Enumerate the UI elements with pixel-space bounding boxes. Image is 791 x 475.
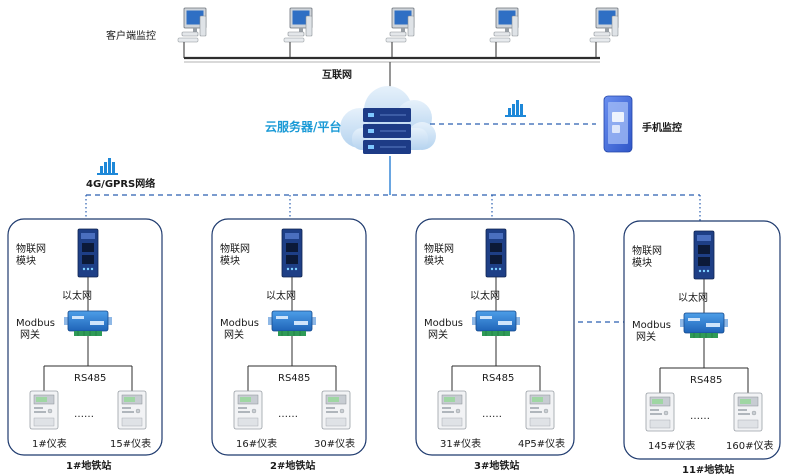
iot-module-icon [485, 228, 507, 278]
iot-module-label: 物联网 [632, 244, 662, 257]
modbus-gateway-label: Modbus [632, 320, 671, 331]
iot-module-label: 模块 [632, 257, 652, 269]
meter-icon [233, 390, 263, 430]
modbus-gateway-label: Modbus [16, 318, 55, 329]
mobile-monitor: 手机监控 [603, 95, 682, 153]
iot-module-label: 模块 [424, 255, 444, 267]
meter-icon [321, 390, 351, 430]
ellipsis-label: …… [74, 409, 94, 420]
modbus-gateway-label: 网关 [428, 328, 448, 341]
cloud-platform-label: 云服务器/平台 [265, 119, 341, 134]
meter-first-label: 16#仪表 [236, 437, 277, 450]
iot-module-label: 模块 [16, 255, 36, 267]
meter-last-label: 15#仪表 [110, 437, 151, 450]
phone-icon [603, 95, 633, 153]
modbus-gateway-label: Modbus [424, 318, 463, 329]
station-name: 11#地铁站 [682, 463, 734, 475]
meter-last-label: 30#仪表 [314, 437, 355, 450]
station-name: 2#地铁站 [270, 459, 315, 472]
meter-first-label: 145#仪表 [648, 439, 695, 452]
iot-module-label: 物联网 [16, 242, 46, 255]
ethernet-label: 以太网 [266, 289, 296, 302]
client-computer-icon [385, 7, 415, 43]
client-computer-icon [283, 7, 313, 43]
ellipsis-label: …… [690, 411, 710, 422]
rs485-label: RS485 [690, 375, 722, 386]
modbus-gateway-label: Modbus [220, 318, 259, 329]
iot-module-icon [281, 228, 303, 278]
meter-first-label: 1#仪表 [32, 437, 67, 450]
server-icon [363, 108, 411, 154]
meter-icon [117, 390, 147, 430]
client-computer-icon [589, 7, 619, 43]
meter-icon [525, 390, 555, 430]
client-monitor-label: 客户端监控 [106, 29, 156, 42]
ethernet-label: 以太网 [678, 291, 708, 304]
iot-module-label: 模块 [220, 255, 240, 267]
modbus-gateway-label: 网关 [20, 328, 40, 341]
ellipsis-label: …… [482, 409, 502, 420]
signal-icon [505, 100, 526, 117]
rs485-label: RS485 [74, 373, 106, 384]
ethernet-label: 以太网 [470, 289, 500, 302]
mobile-monitor-label: 手机监控 [642, 121, 682, 134]
station-name: 1#地铁站 [66, 459, 111, 472]
wireless-network-label: 4G/GPRS网络 [86, 177, 155, 190]
meter-icon [733, 392, 763, 432]
meter-last-label: 4P5#仪表 [518, 437, 565, 450]
cloud-platform: 云服务器/平台 [265, 86, 436, 154]
internet-label: 互联网 [322, 68, 352, 81]
iot-module-icon [77, 228, 99, 278]
iot-module-label: 物联网 [424, 242, 454, 255]
client-computer-icon [489, 7, 519, 43]
client-computer-icon [177, 7, 207, 43]
rs485-label: RS485 [482, 373, 514, 384]
signal-icon [97, 158, 118, 175]
ethernet-label: 以太网 [62, 289, 92, 302]
iot-module-label: 物联网 [220, 242, 250, 255]
ellipsis-label: …… [278, 409, 298, 420]
meter-icon [645, 392, 675, 432]
rs485-label: RS485 [278, 373, 310, 384]
modbus-gateway-label: 网关 [636, 330, 656, 343]
iot-module-icon [693, 230, 715, 280]
station-name: 3#地铁站 [474, 459, 519, 472]
modbus-gateway-label: 网关 [224, 328, 244, 341]
meter-last-label: 160#仪表 [726, 439, 773, 452]
meter-icon [29, 390, 59, 430]
meter-icon [437, 390, 467, 430]
meter-first-label: 31#仪表 [440, 437, 481, 450]
client-monitor-group: 客户端监控 互联网 [106, 7, 619, 81]
